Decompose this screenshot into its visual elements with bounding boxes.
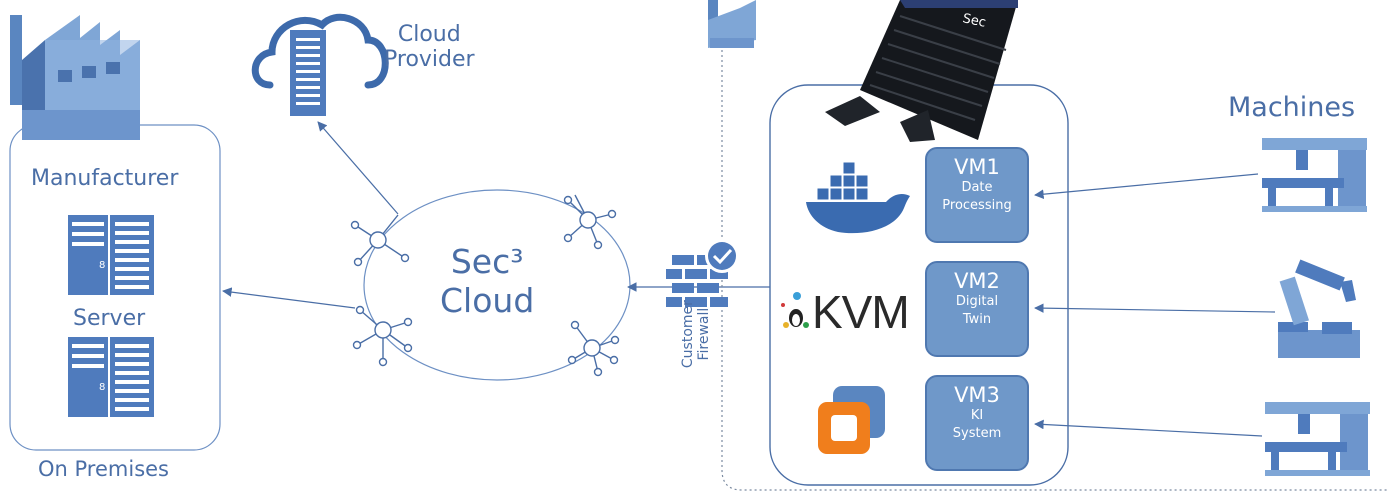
vm1-subtitle: Date Processing [942,180,1012,213]
server-label: Server [73,306,146,331]
customer-site-boundary [721,40,1389,491]
kvm-logo-text: KVM [812,286,910,338]
server-icon-bottom: 8 [68,337,154,417]
arrow-to-cloud-provider [317,121,399,215]
network-node-icons [350,194,620,377]
docker-icon [806,161,910,234]
vmware-icon [818,386,885,454]
server-icon-top: 8 [68,215,154,295]
conveyor-machine-icon-bottom [1265,402,1370,476]
vm2-subtitle: Digital Twin [955,294,999,327]
svg-text:8: 8 [99,260,105,271]
cloud-provider-label: Cloud Provider [384,22,475,73]
vm2-box: VM2 Digital Twin [925,261,1029,357]
arrow-to-manufacturer [222,287,356,309]
customer-factory-icon [708,0,756,48]
vm2-title: VM2 [954,269,1000,293]
cloud-provider-icon [251,13,389,116]
firewall-icon [666,239,739,307]
on-premises-label: On Premises [38,457,169,481]
customer-firewall-label: Customer Firewall [679,300,712,369]
vm1-box: VM1 Date Processing [925,147,1029,243]
conveyor-machine-icon-top [1262,138,1367,212]
vm1-title: VM1 [954,155,1000,179]
arrow-machine2-to-vm2 [1034,303,1276,313]
vm3-box: VM3 KI System [925,375,1029,471]
arrow-machine1-to-vm1 [1034,173,1259,199]
svg-text:Sec: Sec [961,11,987,31]
manufacturer-label: Manufacturer [31,166,179,191]
factory-icon [10,15,140,140]
vm3-subtitle: KI System [952,408,1002,441]
arrow-machine3-to-vm3 [1034,419,1263,437]
edge-device-hardware-icon: Sec [825,0,1018,142]
robot-arm-icon [1278,259,1360,358]
vm3-title: VM3 [954,383,1000,407]
kvm-penguin-icon [781,292,809,328]
svg-text:8: 8 [99,382,105,393]
sec3-cloud-label: Sec³ Cloud [440,242,535,320]
machines-label: Machines [1228,92,1356,123]
